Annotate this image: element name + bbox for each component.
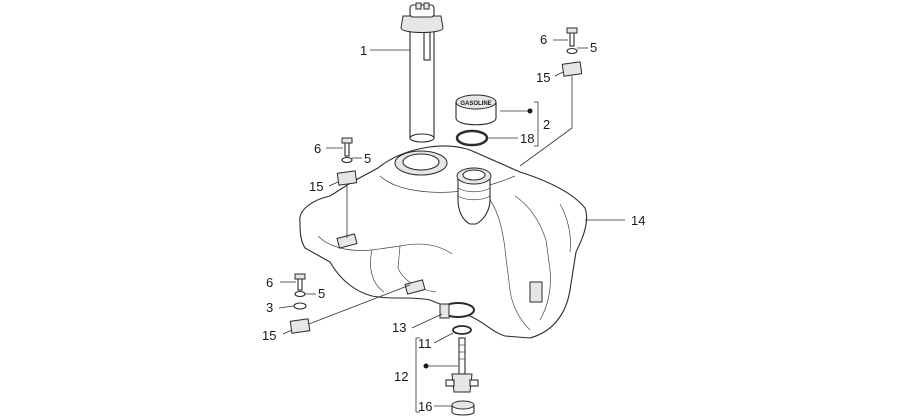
cap-gasket [455,129,489,147]
hose-clamp [439,302,475,319]
callout-13: 13 [392,320,406,335]
callout-6-left-middle: 6 [314,141,321,156]
callout-16: 16 [418,399,432,414]
filter-cup [451,400,475,416]
mount-hardware-left-middle [336,137,358,186]
callout-5-left-middle: 5 [364,151,371,166]
callout-labels: 1 2 18 14 6 5 15 6 5 15 6 5 3 15 13 11 1… [262,32,645,414]
mount-hardware-top-right [561,27,583,77]
callout-11: 11 [418,336,432,351]
callout-12: 12 [394,369,408,384]
callout-2: 2 [543,117,550,132]
callout-6-bottom-left: 6 [266,275,273,290]
mount-hardware-bottom-left [289,273,311,334]
tap-o-ring [452,325,472,335]
callout-15-top-right: 15 [536,70,550,85]
callout-5-bottom-left: 5 [318,286,325,301]
callout-5-top-right: 5 [590,40,597,55]
callout-18: 18 [520,131,534,146]
callout-1: 1 [360,43,367,58]
gauge-spout [457,178,491,225]
fuel-tank [299,145,588,339]
callout-15-bottom-left: 15 [262,328,276,343]
leader-lines [278,39,625,413]
callout-15-left-middle: 15 [309,179,323,194]
fuel-tap [445,337,479,393]
cap-gasoline-text: GASOLINE [460,101,491,107]
fuel-level-sender [400,2,444,143]
callout-6-top-right: 6 [540,32,547,47]
fuel-cap: GASOLINE [455,94,497,126]
callout-3: 3 [266,300,273,315]
callout-14: 14 [631,213,645,228]
